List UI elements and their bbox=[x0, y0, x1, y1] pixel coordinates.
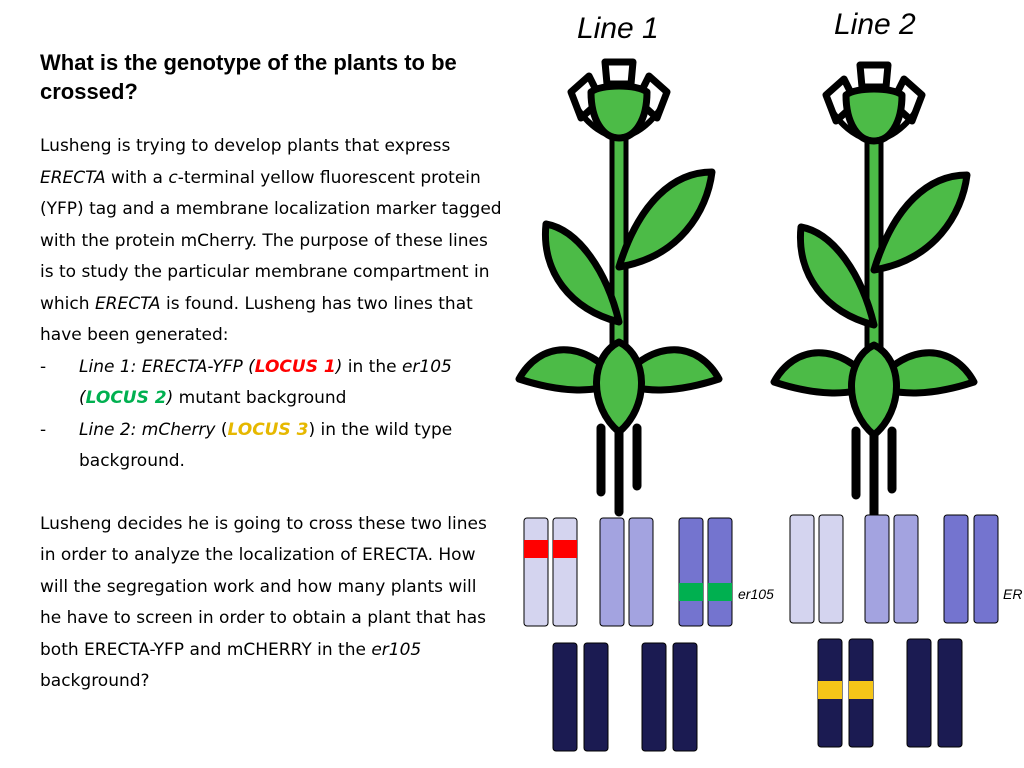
line1-chromosomes bbox=[523, 517, 733, 752]
intro-paragraph: Lusheng is trying to develop plants that… bbox=[40, 136, 502, 345]
body-text: Lusheng is trying to develop plants that… bbox=[40, 131, 502, 698]
er105-chromosome-label: er105 bbox=[738, 586, 774, 602]
plant-line1 bbox=[519, 62, 719, 512]
er-chromosome-label: ER bbox=[1003, 586, 1023, 602]
line2-title: Line 2 bbox=[834, 8, 916, 41]
list-item-line2: -Line 2: mCherry (LOCUS 3) in the wild t… bbox=[40, 419, 453, 472]
question-paragraph: Lusheng decides he is going to cross the… bbox=[40, 513, 487, 692]
list-item-line1: -Line 1: ERECTA-YFP (LOCUS 1) in the er1… bbox=[40, 356, 452, 409]
locus3-label: LOCUS 3 bbox=[227, 419, 309, 440]
locus1-band bbox=[553, 540, 577, 558]
locus1-label: LOCUS 1 bbox=[254, 356, 336, 377]
page-title: What is the genotype of the plants to be… bbox=[40, 50, 457, 104]
line1-title: Line 1 bbox=[577, 12, 659, 45]
locus2-band bbox=[708, 583, 732, 601]
locus3-band bbox=[849, 681, 873, 699]
locus2-label: LOCUS 2 bbox=[85, 388, 167, 408]
locus3-band bbox=[818, 681, 842, 699]
plant-line2 bbox=[774, 65, 974, 515]
locus1-band bbox=[524, 540, 548, 558]
locus2-band bbox=[679, 583, 703, 601]
line2-chromosomes bbox=[789, 514, 999, 748]
